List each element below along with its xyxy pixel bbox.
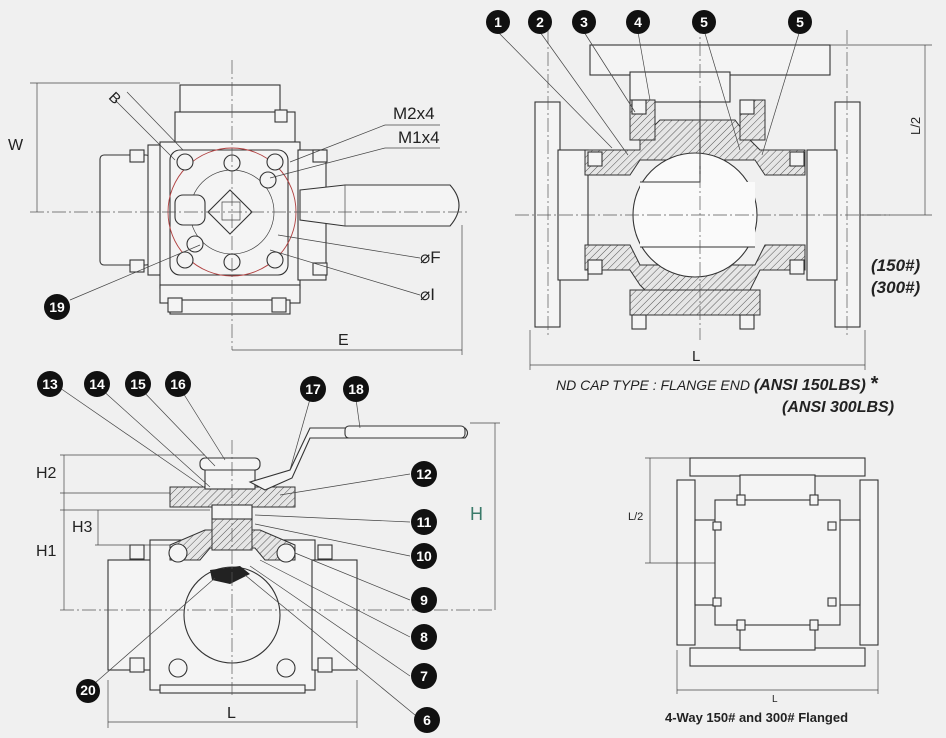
callout-19: 19 (44, 294, 70, 320)
callout-7: 7 (411, 663, 437, 689)
callout-10: 10 (411, 543, 437, 569)
end-cap-300: (ANSI 300LBS) (782, 399, 894, 416)
svg-text:5: 5 (796, 14, 804, 30)
svg-text:10: 10 (416, 548, 432, 564)
label-m2x4: M2x4 (393, 104, 435, 123)
svg-text:16: 16 (170, 376, 186, 392)
svg-text:4: 4 (634, 14, 642, 30)
callout-9: 9 (411, 587, 437, 613)
svg-text:5: 5 (700, 14, 708, 30)
dim-l-half-bottom: L/2 (628, 511, 643, 523)
dim-w: W (8, 137, 24, 154)
callout-11: 11 (411, 509, 437, 535)
callout-5b: 5 (788, 10, 812, 34)
end-cap-type-label: ND CAP TYPE : FLANGE END (ANSI 150LBS)* (556, 373, 879, 395)
callout-16: 16 (165, 371, 191, 397)
top-view (30, 60, 470, 355)
dim-h3: H3 (72, 519, 93, 536)
front-view (59, 387, 500, 728)
svg-text:8: 8 (420, 629, 428, 645)
svg-text:12: 12 (416, 466, 432, 482)
callout-5a: 5 (692, 10, 716, 34)
callout-12: 12 (411, 461, 437, 487)
four-way-view (645, 457, 879, 694)
svg-text:18: 18 (348, 381, 364, 397)
svg-text:2: 2 (536, 14, 544, 30)
label-dia-f: ⌀F (420, 248, 441, 267)
callout-17: 17 (300, 376, 326, 402)
callout-6: 6 (414, 707, 440, 733)
dim-h: H (470, 504, 483, 524)
svg-text:7: 7 (420, 668, 428, 684)
svg-text:11: 11 (417, 514, 432, 530)
svg-text:3: 3 (580, 14, 588, 30)
dim-l-bottom: L (227, 705, 236, 722)
callout-1: 1 (486, 10, 510, 34)
dim-h2: H2 (36, 465, 57, 482)
svg-text:6: 6 (423, 712, 431, 728)
callout-8: 8 (411, 624, 437, 650)
callout-2: 2 (528, 10, 552, 34)
section-view (497, 20, 932, 370)
svg-text:13: 13 (42, 376, 58, 392)
svg-text:1: 1 (494, 14, 502, 30)
svg-text:19: 19 (49, 299, 65, 315)
dim-l-four-way: L (772, 694, 778, 705)
callout-4: 4 (626, 10, 650, 34)
four-way-caption: 4-Way 150# and 300# Flanged (665, 710, 848, 725)
svg-text:17: 17 (305, 381, 321, 397)
label-150: (150#) (871, 256, 920, 275)
dim-e: E (338, 332, 349, 349)
callout-20: 20 (76, 679, 100, 703)
dim-l-half-top: L/2 (908, 117, 923, 135)
callout-15: 15 (125, 371, 151, 397)
svg-text:20: 20 (80, 682, 96, 698)
callout-14: 14 (84, 371, 110, 397)
callout-18: 18 (343, 376, 369, 402)
label-dia-i: ⌀I (420, 285, 435, 304)
dim-b: B (105, 89, 124, 108)
svg-text:15: 15 (130, 376, 146, 392)
callout-3: 3 (572, 10, 596, 34)
dim-h1: H1 (36, 543, 57, 560)
label-300: (300#) (871, 278, 920, 297)
svg-text:14: 14 (89, 376, 105, 392)
dim-l-top: L (692, 348, 700, 365)
callout-13: 13 (37, 371, 63, 397)
label-m1x4: M1x4 (398, 128, 440, 147)
svg-text:9: 9 (420, 592, 428, 608)
